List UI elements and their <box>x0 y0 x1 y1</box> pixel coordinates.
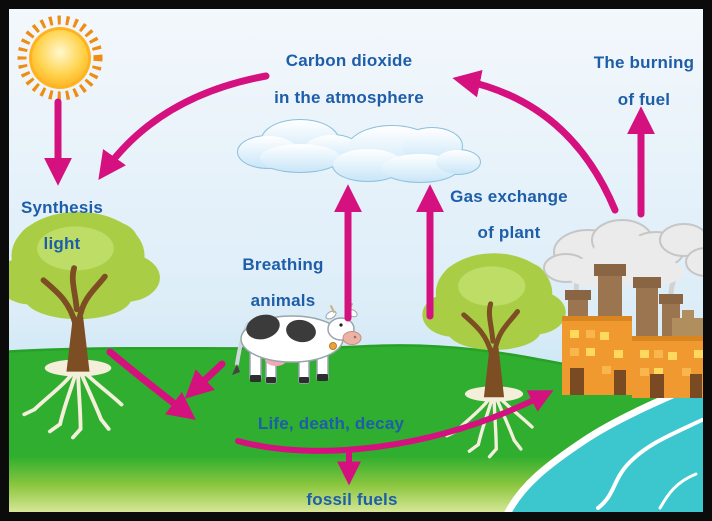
label-burning-line2: of fuel <box>617 90 671 109</box>
arrow-co2-to-synthesis <box>98 72 270 180</box>
label-carbon-dioxide: Carbon dioxide in the atmosphere <box>274 42 424 116</box>
label-breathing-animals: Breathing animals <box>242 247 323 319</box>
arrow-cow-to-decay <box>184 360 226 399</box>
label-gas-exchange-line1: Gas exchange <box>450 187 568 206</box>
label-burning-line1: The burning <box>593 53 695 72</box>
label-synthesis-light: Synthesis light <box>21 190 103 262</box>
label-gas-exchange: Gas exchange of plant <box>450 179 568 251</box>
label-carbon-dioxide-line2: in the atmosphere <box>274 88 424 107</box>
label-gas-exchange-line2: of plant <box>477 223 541 242</box>
arrow-factory-to-atmosphere <box>452 69 619 214</box>
factory-icon <box>562 264 712 398</box>
arrow-tree-to-decay <box>106 348 196 420</box>
label-burning-of-fuel: The burning of fuel <box>594 44 694 118</box>
arrow-decay-to-factory <box>235 390 554 454</box>
label-synthesis-line1: Synthesis <box>20 198 104 217</box>
label-life-death-decay: Life, death, decay <box>257 414 405 433</box>
cloud-icon <box>237 119 481 183</box>
label-breathing-line1: Breathing <box>242 255 324 274</box>
label-fossil-fuels: fossil fuels <box>306 490 398 509</box>
label-breathing-line2: animals <box>250 291 316 310</box>
label-synthesis-line2: light <box>43 234 81 253</box>
label-carbon-dioxide-line1: Carbon dioxide <box>285 51 413 70</box>
cow-icon <box>232 303 362 384</box>
sun-icon <box>17 15 103 101</box>
